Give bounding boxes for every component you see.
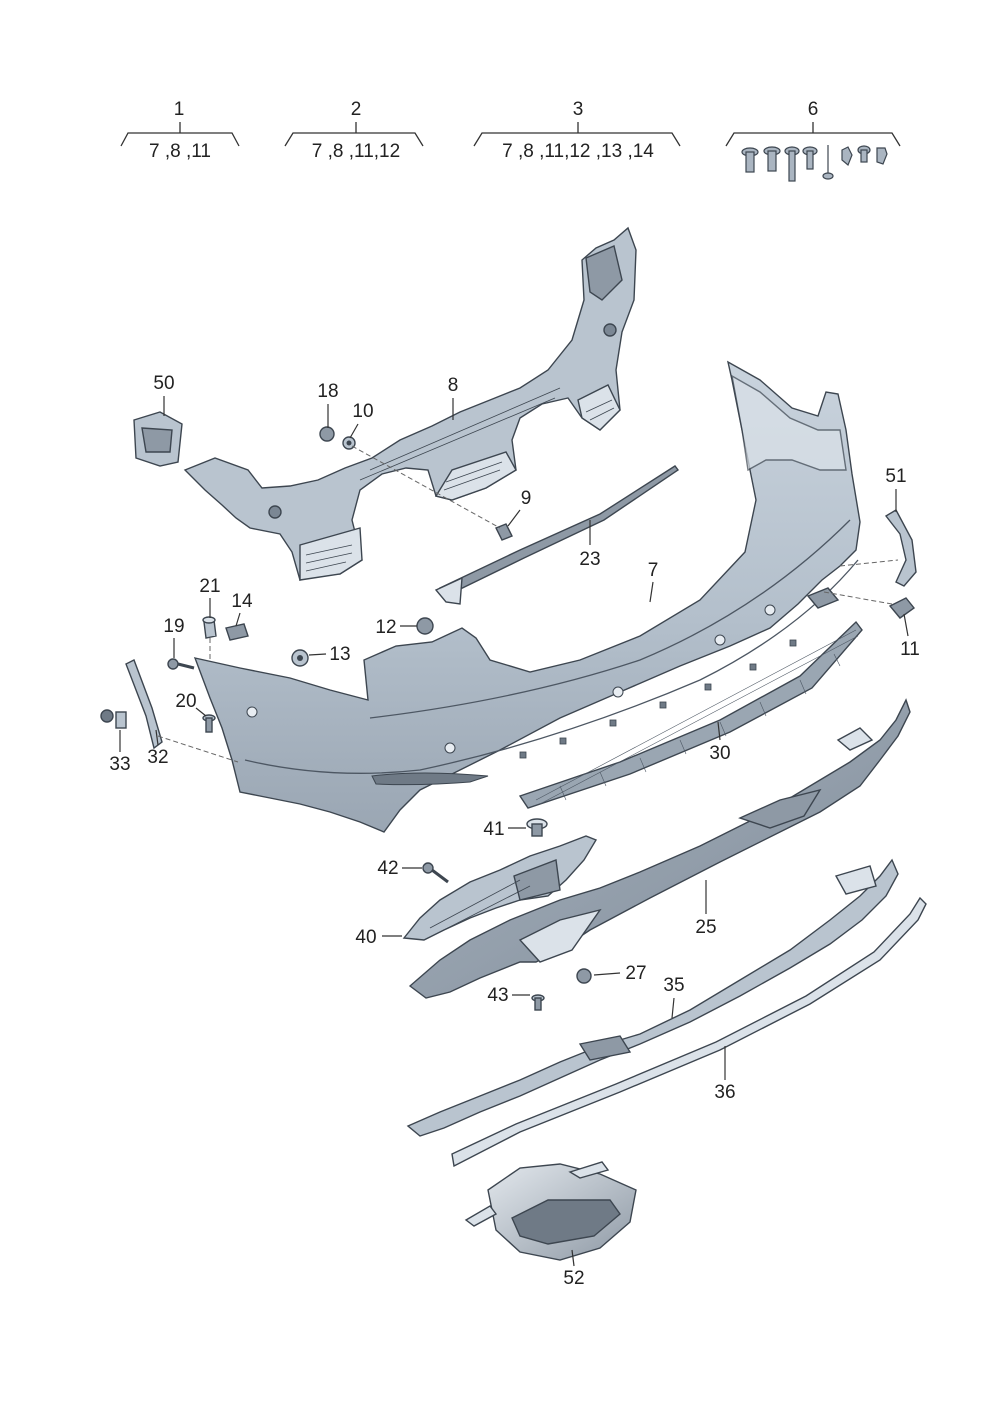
callout-19: 19 bbox=[163, 616, 184, 637]
callout-27: 27 bbox=[625, 963, 646, 984]
screw-part-20 bbox=[202, 714, 216, 733]
grille-part-30 bbox=[518, 620, 863, 809]
clip-part-14 bbox=[225, 623, 249, 641]
callout-10: 10 bbox=[352, 401, 373, 422]
clip-part-9 bbox=[495, 523, 513, 541]
callout-1: 1 bbox=[174, 99, 185, 120]
bumper-cover-part-7 bbox=[193, 360, 861, 833]
trim-strip-part-23 bbox=[434, 465, 680, 605]
lower-trim-part-35 bbox=[406, 858, 899, 1137]
chrome-strip-part-36 bbox=[451, 896, 927, 1168]
kit-1: 1 7 ,8 ,11 bbox=[120, 99, 240, 162]
callout-14: 14 bbox=[231, 591, 253, 612]
callout-2: 2 bbox=[351, 99, 362, 120]
callout-40: 40 bbox=[355, 927, 376, 948]
callout-3: 3 bbox=[573, 99, 584, 120]
clip-part-27 bbox=[576, 968, 592, 984]
screw-set-icon bbox=[741, 145, 888, 182]
guide-part-51 bbox=[884, 509, 917, 587]
clip-part-21 bbox=[202, 616, 217, 639]
callout-42: 42 bbox=[377, 858, 398, 879]
callout-12: 12 bbox=[375, 617, 396, 638]
callout-6: 6 bbox=[808, 99, 819, 120]
callout-33: 33 bbox=[109, 754, 130, 775]
callout-20: 20 bbox=[175, 691, 196, 712]
mount-part-50 bbox=[133, 411, 183, 467]
kit-2: 2 7 ,8 ,11,12 bbox=[284, 99, 424, 162]
guide-part-32 bbox=[125, 659, 163, 750]
callouts: 50 18 10 8 9 23 7 51 11 21 14 19 12 13 2… bbox=[109, 373, 919, 1289]
clip-part-33 bbox=[100, 709, 127, 729]
cap-part-11 bbox=[888, 597, 916, 619]
callout-43: 43 bbox=[487, 985, 508, 1006]
callout-8: 8 bbox=[448, 375, 459, 396]
callout-32: 32 bbox=[147, 747, 168, 768]
screw-part-42 bbox=[422, 862, 449, 884]
kit-3-parts: 7 ,8 ,11,12 ,13 ,14 bbox=[502, 141, 654, 162]
callout-30: 30 bbox=[709, 743, 730, 764]
callout-41: 41 bbox=[483, 819, 504, 840]
callout-51: 51 bbox=[885, 466, 906, 487]
callout-11: 11 bbox=[900, 639, 920, 660]
screw-part-19 bbox=[167, 658, 195, 670]
callout-36: 36 bbox=[714, 1082, 735, 1103]
clip-part-12 bbox=[416, 617, 434, 635]
exhaust-tip-part-52 bbox=[464, 1161, 637, 1261]
bracket-part-40 bbox=[402, 835, 598, 941]
callout-52: 52 bbox=[563, 1268, 584, 1289]
callout-25: 25 bbox=[695, 917, 716, 938]
clip-part-41 bbox=[526, 818, 548, 837]
kit-6: 6 bbox=[725, 99, 901, 182]
callout-50: 50 bbox=[153, 373, 174, 394]
bumper-carrier-part-8 bbox=[183, 226, 637, 581]
screw-part-43 bbox=[531, 994, 545, 1011]
callout-7: 7 bbox=[648, 560, 659, 581]
callout-23: 23 bbox=[579, 549, 600, 570]
callout-13: 13 bbox=[329, 644, 350, 665]
kit-2-parts: 7 ,8 ,11,12 bbox=[312, 141, 400, 162]
nut-part-13 bbox=[291, 649, 309, 667]
kit-3: 3 7 ,8 ,11,12 ,13 ,14 bbox=[473, 99, 681, 162]
clip-part-18 bbox=[319, 426, 335, 442]
kit-1-parts: 7 ,8 ,11 bbox=[149, 141, 211, 162]
callout-9: 9 bbox=[521, 488, 532, 509]
callout-18: 18 bbox=[317, 381, 338, 402]
callout-21: 21 bbox=[199, 576, 220, 597]
diffuser-part-25 bbox=[408, 698, 911, 999]
callout-35: 35 bbox=[663, 975, 684, 996]
assembly-lines bbox=[157, 445, 899, 763]
